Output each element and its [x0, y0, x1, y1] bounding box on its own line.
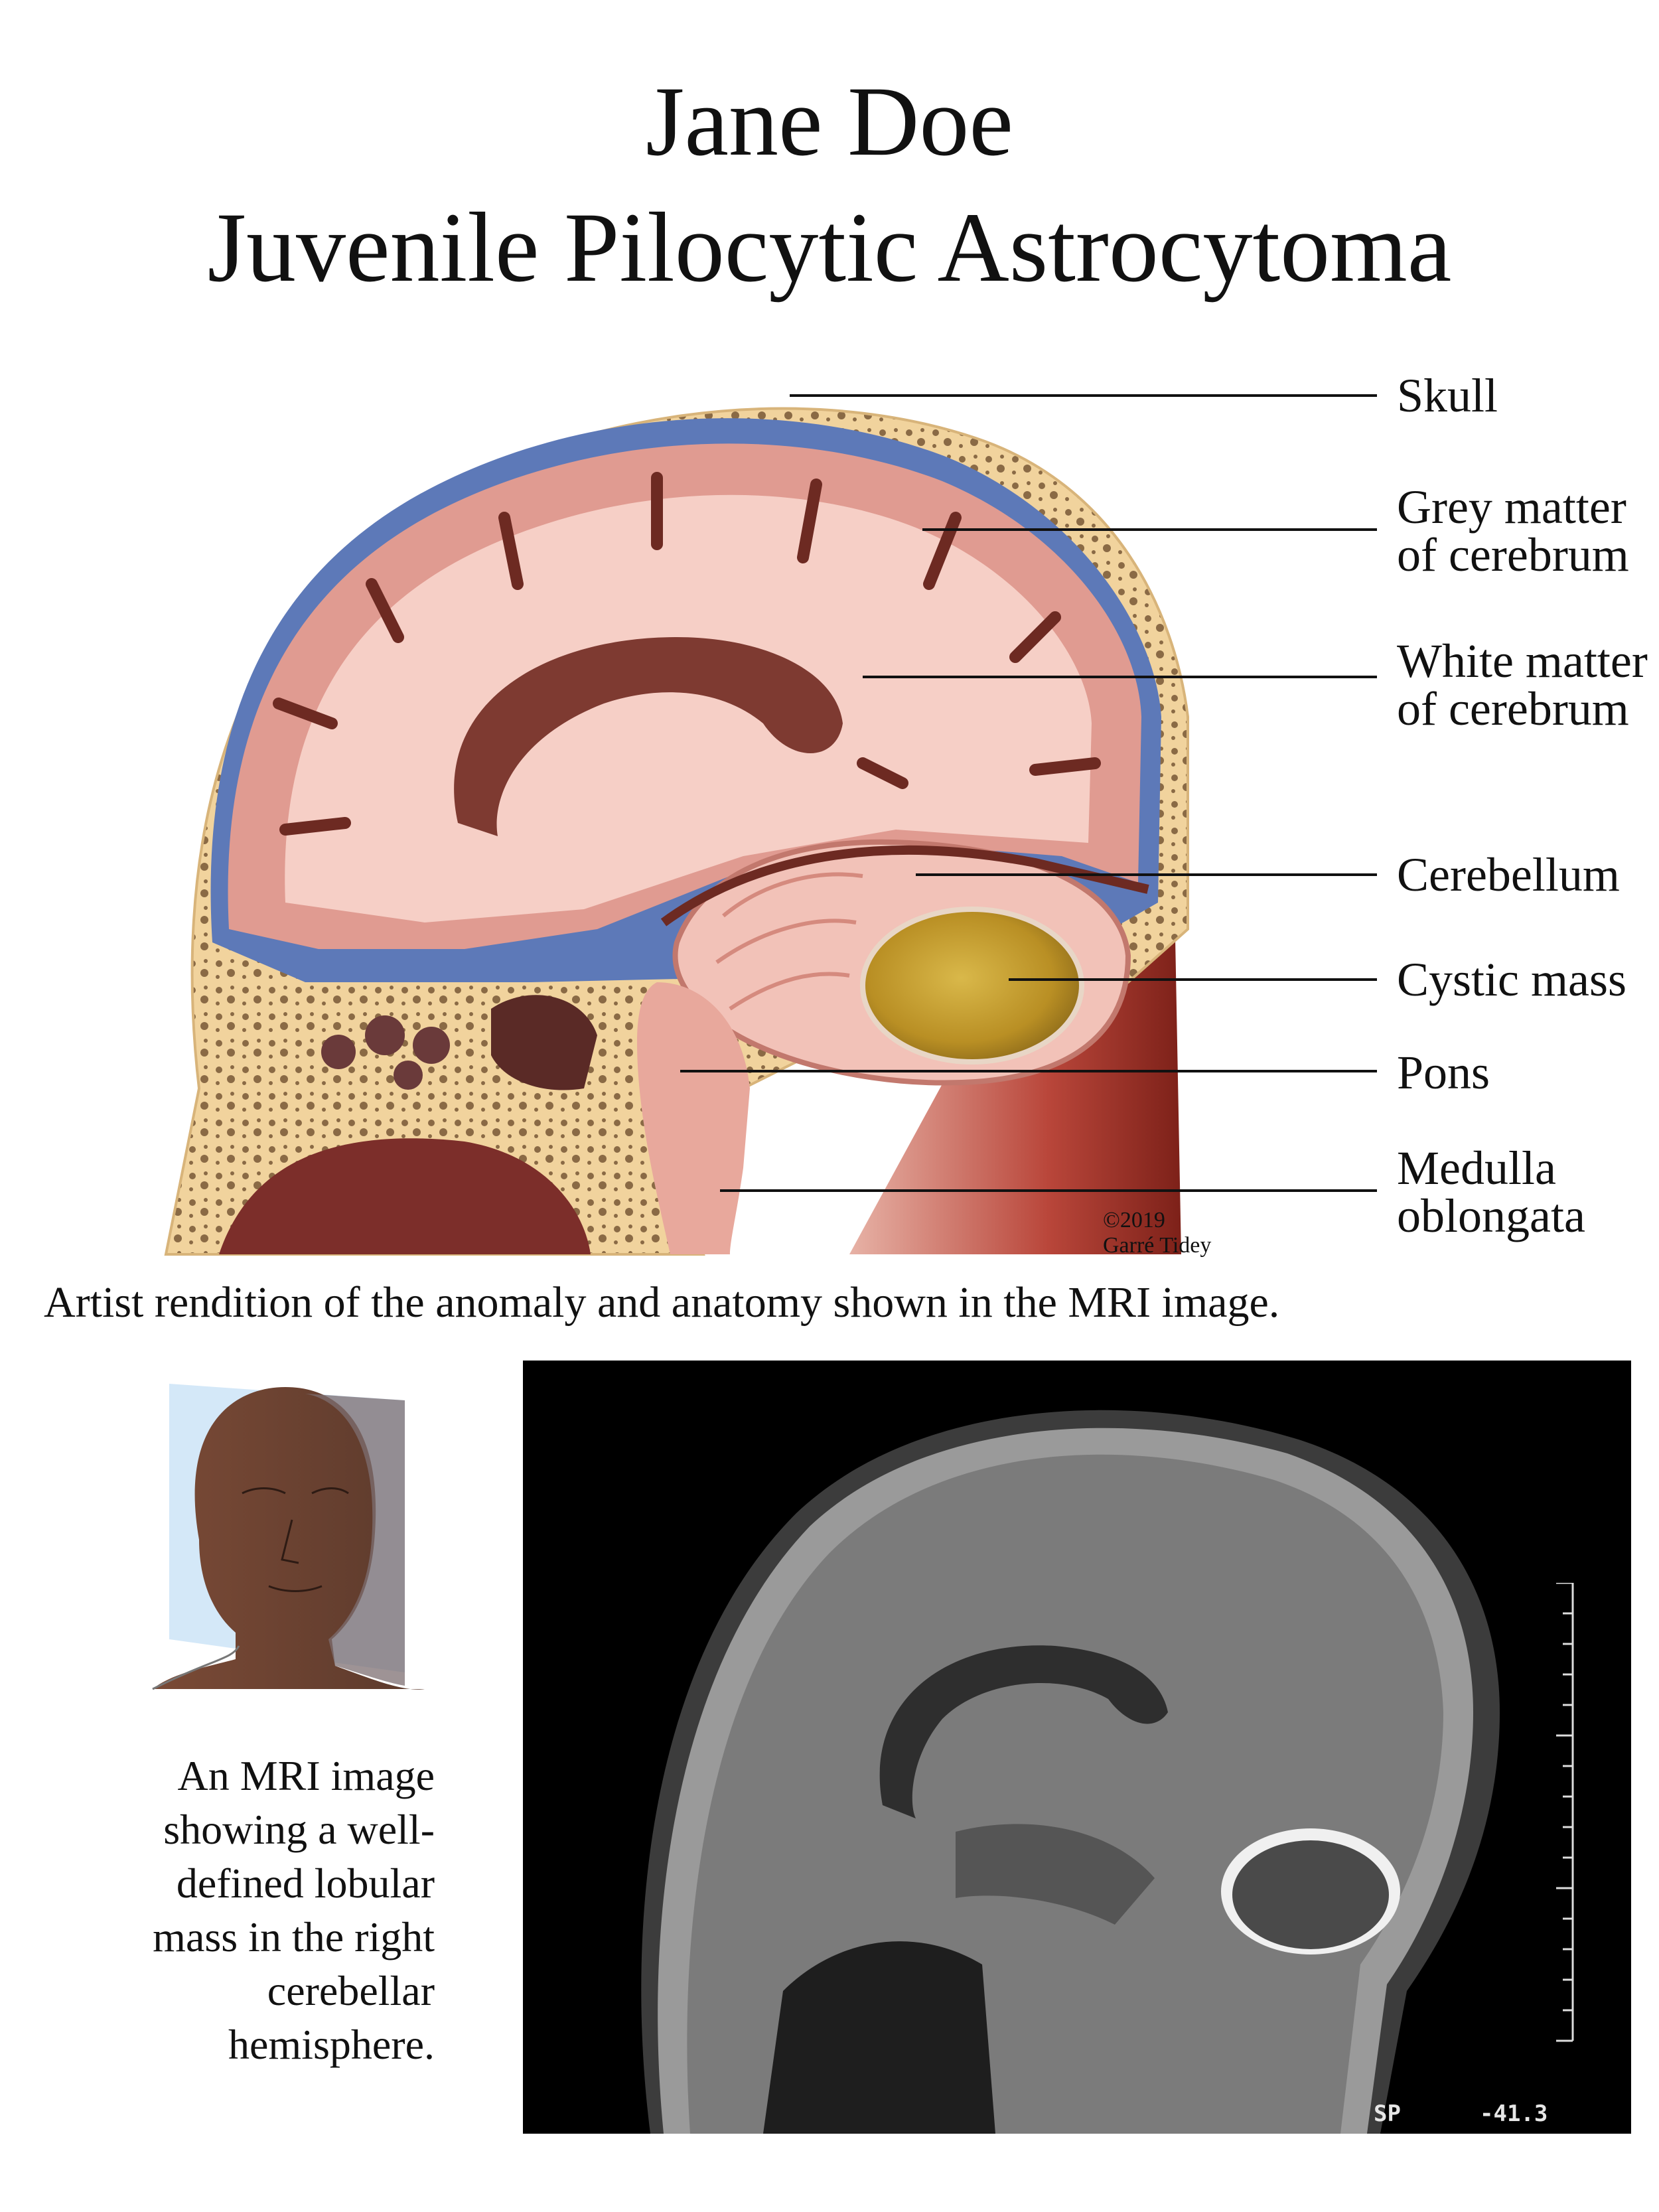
leader-lines	[680, 394, 1377, 1192]
label-grey-matter: Grey matter of cerebrum	[1397, 480, 1629, 581]
label-cerebellum: Cerebellum	[1397, 848, 1620, 901]
cerebellar-folia	[715, 872, 863, 1011]
cystic-mass	[860, 907, 1084, 1065]
label-skull: Skull	[1397, 369, 1498, 422]
nasal-cavity	[219, 1138, 591, 1254]
mri-sp-label: SP	[1374, 2101, 1401, 2127]
pons	[637, 982, 750, 1254]
sulci	[273, 472, 1101, 836]
label-white-matter: White matter of cerebrum	[1397, 634, 1648, 735]
diagnosis-title: Juvenile Pilocytic Astrocytoma	[207, 192, 1452, 303]
sphenoid-sinus	[491, 995, 597, 1090]
label-pons: Pons	[1397, 1046, 1490, 1099]
corpus-callosum	[454, 637, 843, 836]
copyright-notice: ©2019 Garré Tidey	[1103, 1208, 1212, 1258]
tentorium	[660, 846, 1149, 926]
mri-description: An MRI image showing a well-defined lobu…	[153, 1752, 435, 2068]
mri-image	[523, 1361, 1631, 2134]
label-medulla: Medulla oblongata	[1397, 1142, 1585, 1242]
head-silhouette	[153, 1387, 425, 1690]
mri-scale-ruler	[1556, 1583, 1574, 2042]
patient-name-title: Jane Doe	[646, 66, 1013, 177]
sagittal-plane-icon	[152, 1384, 425, 1690]
label-cystic-mass: Cystic mass	[1397, 953, 1627, 1006]
illustration-caption: Artist rendition of the anomaly and anat…	[44, 1278, 1280, 1327]
mri-position-value: -41.3	[1480, 2101, 1548, 2127]
ethmoid-cells	[321, 1015, 450, 1090]
